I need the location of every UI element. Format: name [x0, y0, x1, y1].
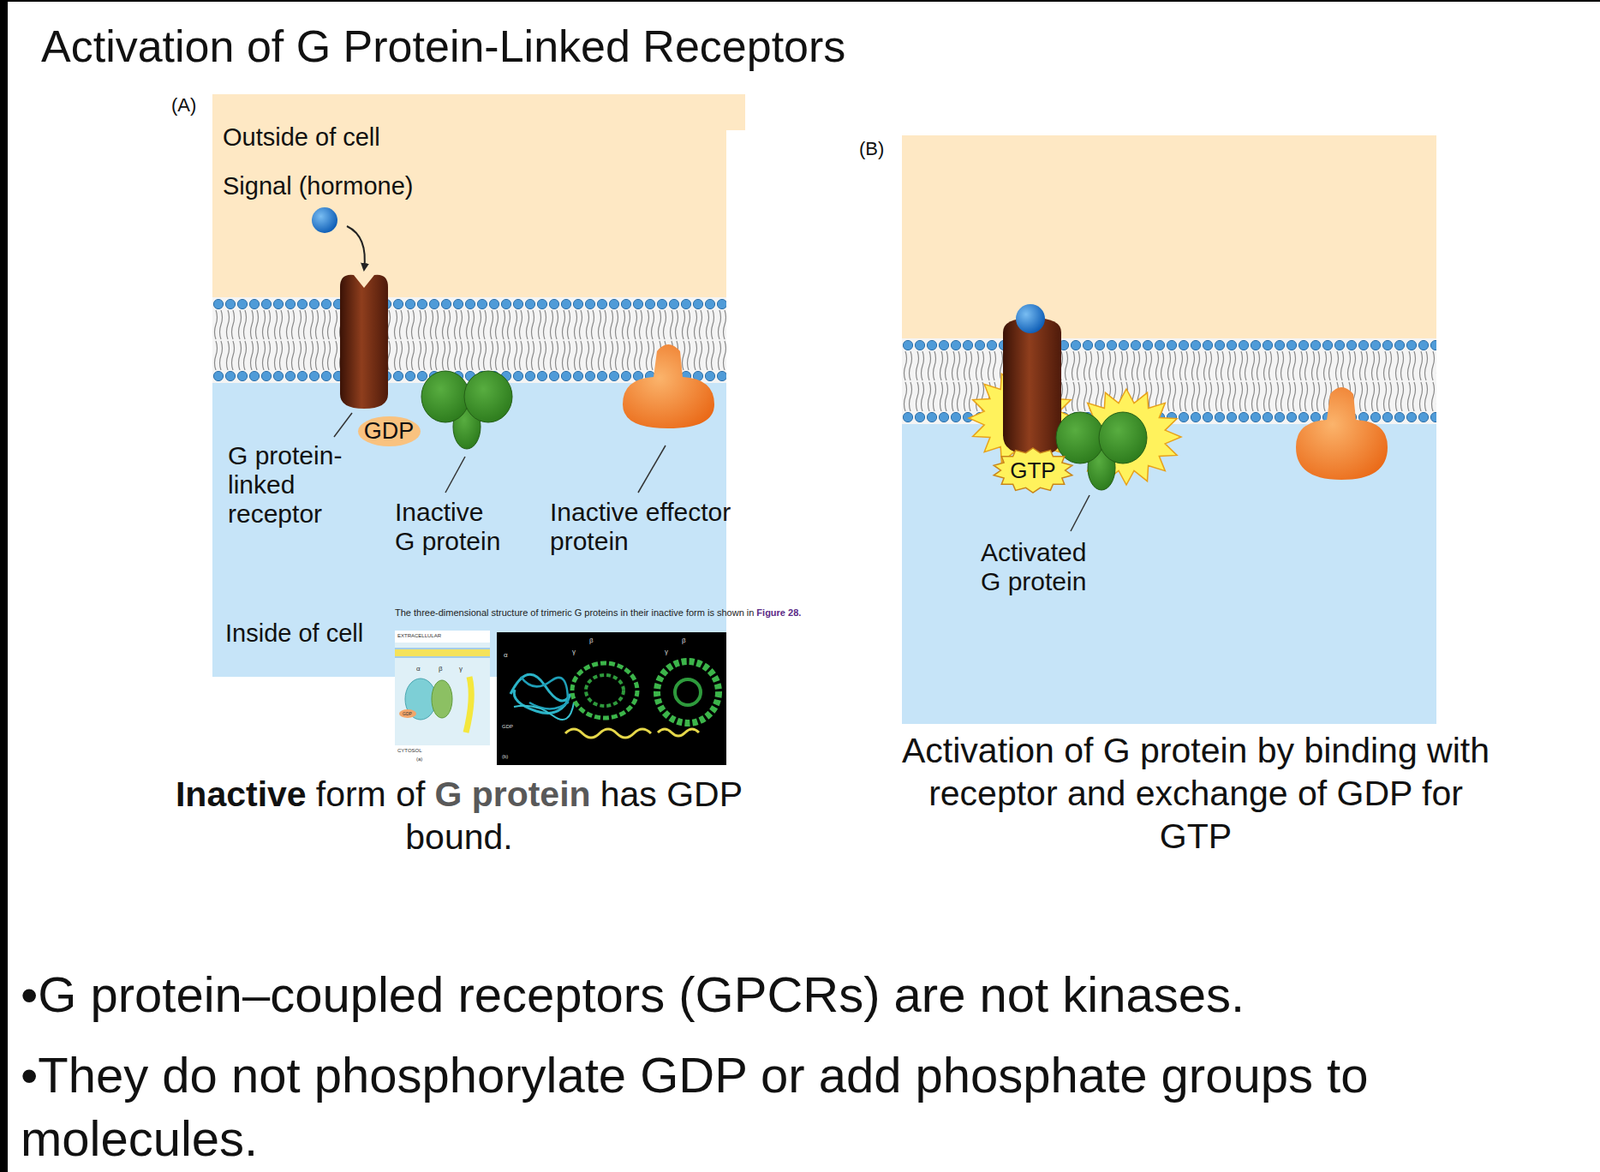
tiny-label: EXTRACELLULAR	[397, 632, 442, 639]
node-text: GDP	[364, 417, 415, 445]
subunit-letter: β	[438, 664, 443, 673]
subunit-letter: γ	[664, 647, 669, 656]
gtp-starburst: GTP	[992, 447, 1074, 493]
bullet-text: •G protein–coupled receptors (GPCRs) are…	[20, 963, 1589, 1026]
subunit-letter: β	[681, 636, 687, 645]
caption-text: form of	[316, 774, 426, 814]
slide-title: Activation of G Protein-Linked Receptors	[41, 20, 846, 72]
tiny-label: GDP	[402, 710, 412, 717]
part-label: Inactive G protein	[394, 497, 506, 556]
panel-letter: (B)	[859, 137, 884, 160]
panel-letter: (b)	[501, 753, 508, 760]
figure-note: The three-dimensional structure of trime…	[394, 607, 754, 618]
starburst-outline	[993, 447, 1073, 493]
part-label: G protein-linked receptor	[227, 441, 357, 529]
panel-letter: (a)	[416, 756, 423, 763]
text-group: Inactiveform ofG proteinhas GDP bound.	[150, 772, 768, 859]
signal-label: Signal (hormone)	[222, 172, 413, 201]
panel-letter: (A)	[171, 94, 197, 116]
subunit-letter: β	[589, 636, 594, 645]
node-text: GTP	[1009, 457, 1056, 484]
caption: Activation of G protein by binding with …	[895, 728, 1496, 858]
caption-text: Inactive	[175, 774, 307, 814]
subunit-letter: α	[416, 664, 421, 673]
caption-text: G protein	[434, 774, 591, 814]
panel-b-illustration	[901, 135, 1437, 724]
region-label: Inside of cell	[225, 619, 364, 648]
figure-link: Figure 28.	[756, 607, 801, 618]
panel-a: (A)Outside of cellSignal (hormone)Inside…	[212, 94, 727, 677]
subunit-letter: γ	[459, 664, 463, 673]
region-label: Outside of cell	[222, 123, 381, 152]
tiny-label: CYTOSOL	[397, 747, 423, 754]
part-label: Inactive effector protein	[549, 497, 743, 556]
text-group: The three-dimensional structure of trime…	[394, 606, 926, 619]
subunit-letter: γ	[572, 647, 576, 656]
subunit-letter: α	[503, 650, 508, 659]
panel-b: (B)GTPActivated G protein	[901, 135, 1437, 724]
tiny-label: GDP	[501, 723, 514, 730]
gdp-ellipse: GDP	[357, 415, 422, 448]
ellipse-outline	[358, 416, 421, 447]
part-label: Activated G protein	[980, 537, 1100, 597]
bullet-text: •They do not phosphorylate GDP or add ph…	[20, 1043, 1589, 1171]
